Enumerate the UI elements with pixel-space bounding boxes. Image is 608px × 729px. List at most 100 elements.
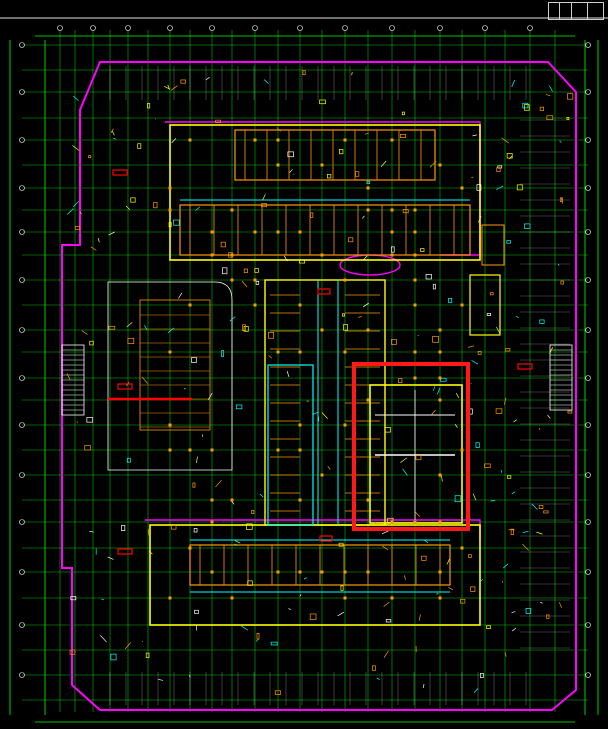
grid-bubble: [57, 25, 63, 31]
detail-mark: [167, 327, 175, 333]
column: [390, 138, 394, 142]
column: [320, 328, 324, 332]
detail-mark: [69, 649, 76, 655]
column: [276, 230, 280, 234]
detail-mark: [127, 337, 135, 345]
detail-mark: [471, 360, 479, 365]
detail-mark: [270, 641, 278, 646]
grid-bubble: [19, 422, 25, 428]
detail-mark: [355, 171, 360, 177]
column: [438, 376, 442, 380]
detail-mark: [153, 202, 158, 209]
detail-mark: [86, 417, 94, 423]
detail-mark: [235, 540, 241, 544]
column: [343, 423, 347, 427]
column: [230, 253, 234, 257]
detail-mark: [432, 283, 436, 290]
column: [210, 230, 214, 234]
detail-mark: [72, 145, 80, 151]
column: [438, 163, 442, 167]
detail-mark: [167, 84, 170, 90]
detail-mark: [543, 510, 549, 514]
column: [390, 230, 394, 234]
title-block-cell: [559, 3, 560, 19]
detail-mark: [340, 585, 344, 591]
detail-mark: [566, 117, 570, 120]
grid-bubble: [527, 25, 533, 31]
column: [343, 350, 347, 354]
detail-mark: [255, 638, 259, 642]
detail-mark: [372, 665, 376, 671]
detail-mark: [387, 517, 394, 523]
highlight-box[interactable]: [352, 362, 470, 531]
column: [460, 546, 464, 550]
detail-mark: [420, 248, 425, 252]
grid-bubble: [585, 137, 591, 143]
detail-mark: [448, 297, 453, 303]
detail-mark: [515, 316, 519, 318]
detail-mark: [475, 442, 480, 448]
column: [413, 278, 417, 282]
detail-mark: [148, 550, 153, 555]
detail-mark: [558, 601, 563, 608]
grid-bubble: [585, 327, 591, 333]
detail-mark: [549, 85, 553, 92]
grid-bubble: [19, 569, 25, 575]
detail-mark: [454, 424, 458, 428]
column: [320, 570, 324, 574]
detail-mark: [327, 173, 332, 179]
grid-bubble: [585, 89, 591, 95]
detail-mark: [524, 223, 531, 229]
column: [413, 230, 417, 234]
detail-mark: [288, 608, 291, 610]
column: [298, 230, 302, 234]
detail-mark: [506, 475, 512, 479]
grid-bubble: [297, 25, 303, 31]
detail-mark: [522, 530, 529, 534]
detail-mark: [268, 332, 275, 339]
upper-room-band-2: [179, 204, 471, 256]
detail-mark: [423, 539, 429, 543]
detail-mark: [446, 558, 450, 565]
column: [438, 473, 442, 477]
title-block-icon: [548, 2, 604, 20]
detail-mark: [194, 609, 199, 614]
detail-mark: [472, 493, 477, 501]
detail-mark: [468, 345, 475, 348]
column: [438, 596, 442, 600]
detail-mark: [510, 528, 515, 535]
column: [460, 186, 464, 190]
detail-mark: [398, 378, 403, 384]
detail-mark: [454, 495, 462, 503]
detail-mark: [241, 280, 248, 288]
detail-mark: [289, 169, 293, 173]
detail-mark: [391, 339, 397, 345]
detail-mark: [268, 355, 273, 359]
detail-mark: [539, 106, 544, 111]
detail-mark: [478, 216, 482, 223]
detail-mark: [363, 302, 369, 308]
detail-mark: [429, 160, 437, 168]
detail-mark: [207, 392, 213, 400]
column: [366, 498, 370, 502]
detail-mark: [234, 543, 238, 546]
detail-mark: [376, 677, 380, 680]
grid-bubble: [19, 327, 25, 333]
detail-mark: [276, 127, 281, 132]
detail-mark: [100, 635, 107, 643]
detail-mark: [125, 205, 131, 210]
detail-mark: [299, 594, 302, 597]
detail-mark: [255, 280, 260, 285]
detail-mark: [137, 143, 142, 149]
grid-bubble: [209, 25, 215, 31]
detail-mark: [90, 246, 97, 251]
detail-mark: [111, 130, 115, 136]
grid-bubble: [19, 375, 25, 381]
column: [438, 328, 442, 332]
column: [230, 208, 234, 212]
detail-mark: [351, 71, 353, 76]
detail-mark: [421, 555, 427, 561]
detail-mark: [513, 419, 517, 423]
detail-mark: [522, 543, 530, 551]
detail-mark: [440, 377, 447, 382]
